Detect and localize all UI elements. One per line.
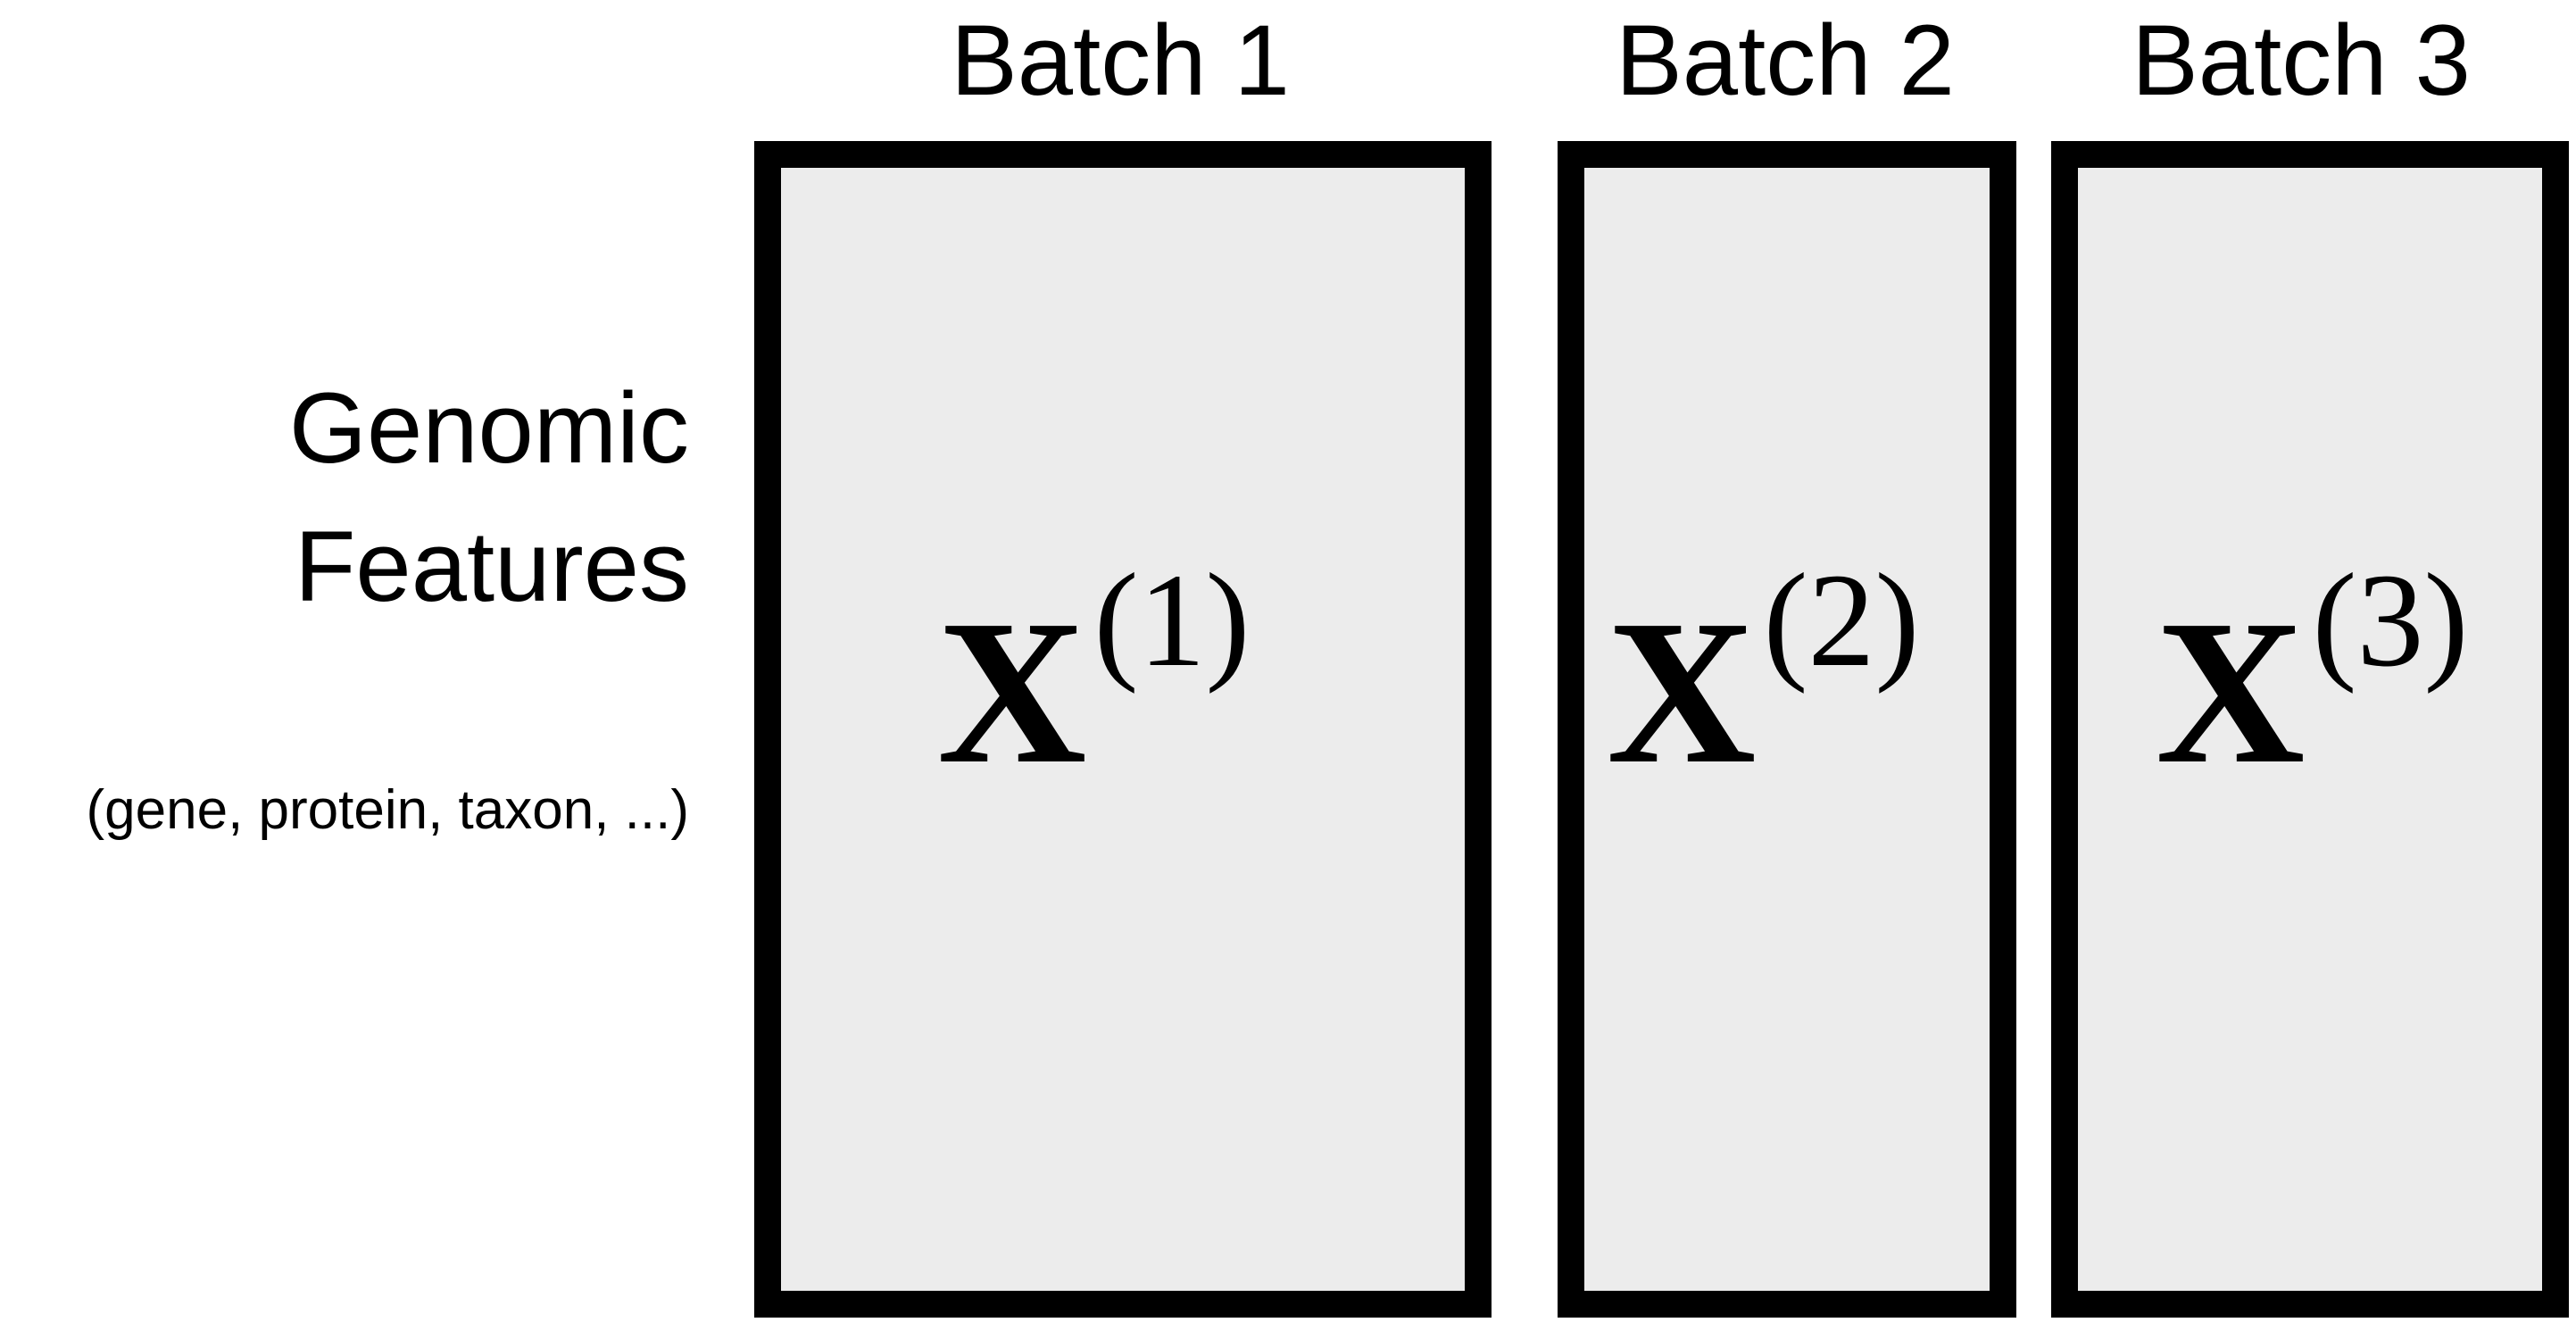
batch-1-matrix — [754, 141, 1492, 1318]
batch-1-matrix-index: (1) — [1093, 546, 1251, 694]
row-label-line2: Features — [295, 511, 689, 622]
batch-3-title: Batch 3 — [2131, 4, 2471, 116]
batch-1-matrix-base: X — [937, 578, 1087, 807]
batch-3-matrix-label: X(3) — [2156, 553, 2468, 807]
row-label-line1: Genomic — [288, 372, 689, 484]
batch-2-title: Batch 2 — [1616, 4, 1955, 116]
batch-3-matrix-base: X — [2156, 578, 2306, 807]
batch-3-matrix-index: (3) — [2312, 546, 2469, 694]
batch-2-matrix-index: (2) — [1763, 546, 1920, 694]
batch-1-matrix-label: X(1) — [937, 553, 1250, 807]
batch-2-matrix — [1558, 141, 2016, 1318]
batch-2-matrix-label: X(2) — [1607, 553, 1919, 807]
batch-3-matrix — [2051, 141, 2569, 1318]
batch-2-matrix-base: X — [1607, 578, 1757, 807]
batch-1-title: Batch 1 — [951, 4, 1290, 116]
row-label-subtitle: (gene, protein, taxon, ...) — [86, 779, 690, 841]
